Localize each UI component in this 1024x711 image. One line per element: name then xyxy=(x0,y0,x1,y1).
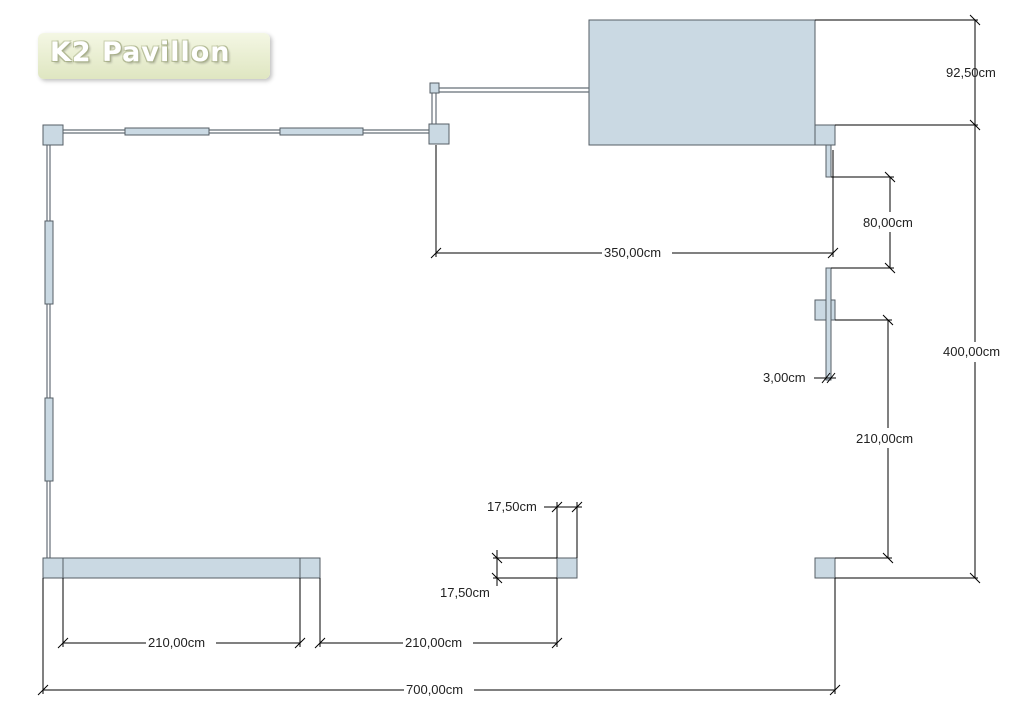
logo-text: K2 Pavillon xyxy=(50,37,231,68)
dim-panel-210-left-label: 210,00cm xyxy=(148,635,205,650)
dim-roof-depth-label: 92,50cm xyxy=(946,65,996,80)
top-wall-window-1 xyxy=(124,127,210,136)
post-bottom-3 xyxy=(556,557,578,579)
door-panel-top xyxy=(825,144,832,178)
dim-thickness-3-label: 3,00cm xyxy=(763,370,806,385)
dim-gap-80-label: 80,00cm xyxy=(863,215,913,230)
dim-depth-400-label: 400,00cm xyxy=(943,344,1000,359)
dim-roof-depth xyxy=(815,14,981,131)
dim-depth-400 xyxy=(835,125,981,584)
k2-pavillon-logo: K2 Pavillon xyxy=(38,33,270,79)
post-bottom-left xyxy=(42,557,64,579)
dim-total-700-label: 700,00cm xyxy=(406,682,463,697)
left-wall-window-2 xyxy=(44,397,54,482)
dim-panel-210-mid-label: 210,00cm xyxy=(405,635,462,650)
top-wall-window-2 xyxy=(279,127,364,136)
door-panel-bottom xyxy=(825,267,832,381)
bottom-panel xyxy=(62,557,301,579)
dim-panel-210-right-label: 210,00cm xyxy=(856,431,913,446)
dim-post-175-bottom-label: 17,50cm xyxy=(440,585,490,600)
post-roof-small xyxy=(429,82,440,94)
dim-thickness-3 xyxy=(814,372,836,384)
post-top-right xyxy=(814,124,836,146)
dim-post-175-top xyxy=(544,501,583,558)
post-right-middle xyxy=(814,299,836,321)
post-top-left xyxy=(42,124,64,146)
dim-panel-210-left xyxy=(57,578,306,649)
post-bottom-right xyxy=(814,557,836,579)
roof-panel xyxy=(588,19,816,146)
dim-post-175-top-label: 17,50cm xyxy=(487,499,537,514)
post-top-middle xyxy=(428,123,450,145)
dim-panel-210-right xyxy=(835,314,894,564)
dim-gap-80 xyxy=(831,171,896,274)
dim-total-700 xyxy=(37,578,841,696)
post-bottom-2 xyxy=(299,557,321,579)
dim-width-350 xyxy=(430,145,839,259)
dim-panel-210-mid xyxy=(314,578,563,649)
dim-width-350-label: 350,00cm xyxy=(604,245,661,260)
dim-post-175-bottom xyxy=(491,550,557,586)
left-wall-window-1 xyxy=(44,220,54,305)
